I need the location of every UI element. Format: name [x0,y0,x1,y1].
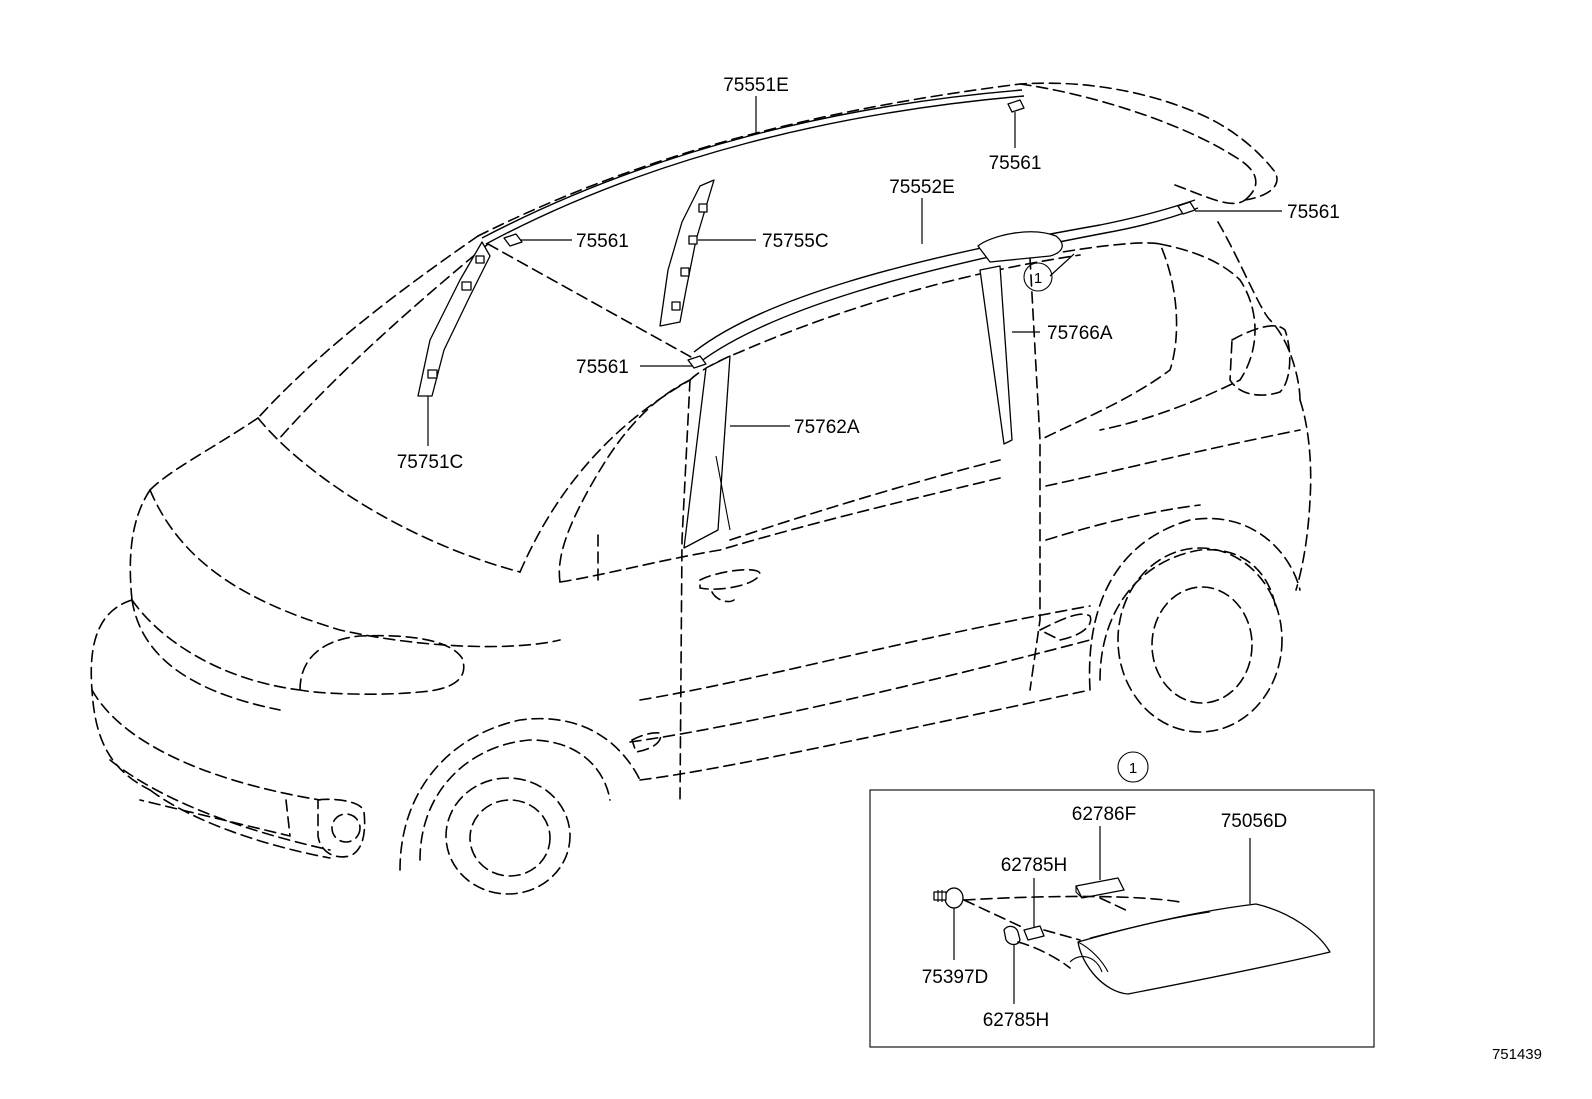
tape-62785H-small [1023,925,1045,941]
label-roof-mold-right: 75552E [889,177,955,198]
rocker-protector-75056D [1069,903,1331,995]
label-clip-front-left: 75561 [576,231,629,252]
label-detail-tape-small: 62785H [1001,855,1068,876]
screw-75397D [933,887,964,909]
label-pillar-front-left: 75751C [397,452,464,473]
clip-rear-right [1177,201,1196,215]
tape-62785H-lower [1003,925,1021,946]
label-detail-tape-top: 62786F [1072,804,1136,825]
clip-front-left [503,233,523,247]
part-labels: 75551E 75561 75561 75552E 75561 75755C 7… [397,75,1340,473]
roof-molding-left [481,89,1025,245]
leader-lines [427,96,1282,446]
front-pillar-garnish-75751C [417,241,491,397]
rear-door-pillar-75766A [977,231,1063,445]
label-roof-mold-left: 75551E [723,75,789,96]
upper-pillar-garnish-75755C [659,179,715,327]
label-detail-protector: 75056D [1221,811,1288,832]
label-pillar-front-door: 75762A [794,417,860,438]
detail-inset: 1 [869,751,1375,1048]
callout-car-number: 1 [1034,270,1042,287]
front-door-pillar-75762A [683,355,731,549]
label-clip-front-center: 75561 [576,357,629,378]
clip-rear-top [1007,99,1025,113]
vehicle-outline [90,82,1312,895]
detail-frame [869,789,1375,1048]
label-detail-screw: 75397D [922,967,989,988]
label-clip-rear-top: 75561 [989,153,1042,174]
figure-id: 751439 [1492,1046,1542,1063]
clip-front-center [687,355,707,369]
label-pillar-rear-door: 75766A [1047,323,1113,344]
roof-molding-right [693,199,1199,363]
callout-detail-number: 1 [1129,760,1137,777]
label-detail-tape-lower: 62785H [983,1010,1050,1031]
label-pillar-upper-center: 75755C [762,231,829,252]
callout-car: 1 [1023,262,1053,292]
tape-62786F [1075,877,1125,899]
label-clip-rear-right: 75561 [1287,202,1340,223]
